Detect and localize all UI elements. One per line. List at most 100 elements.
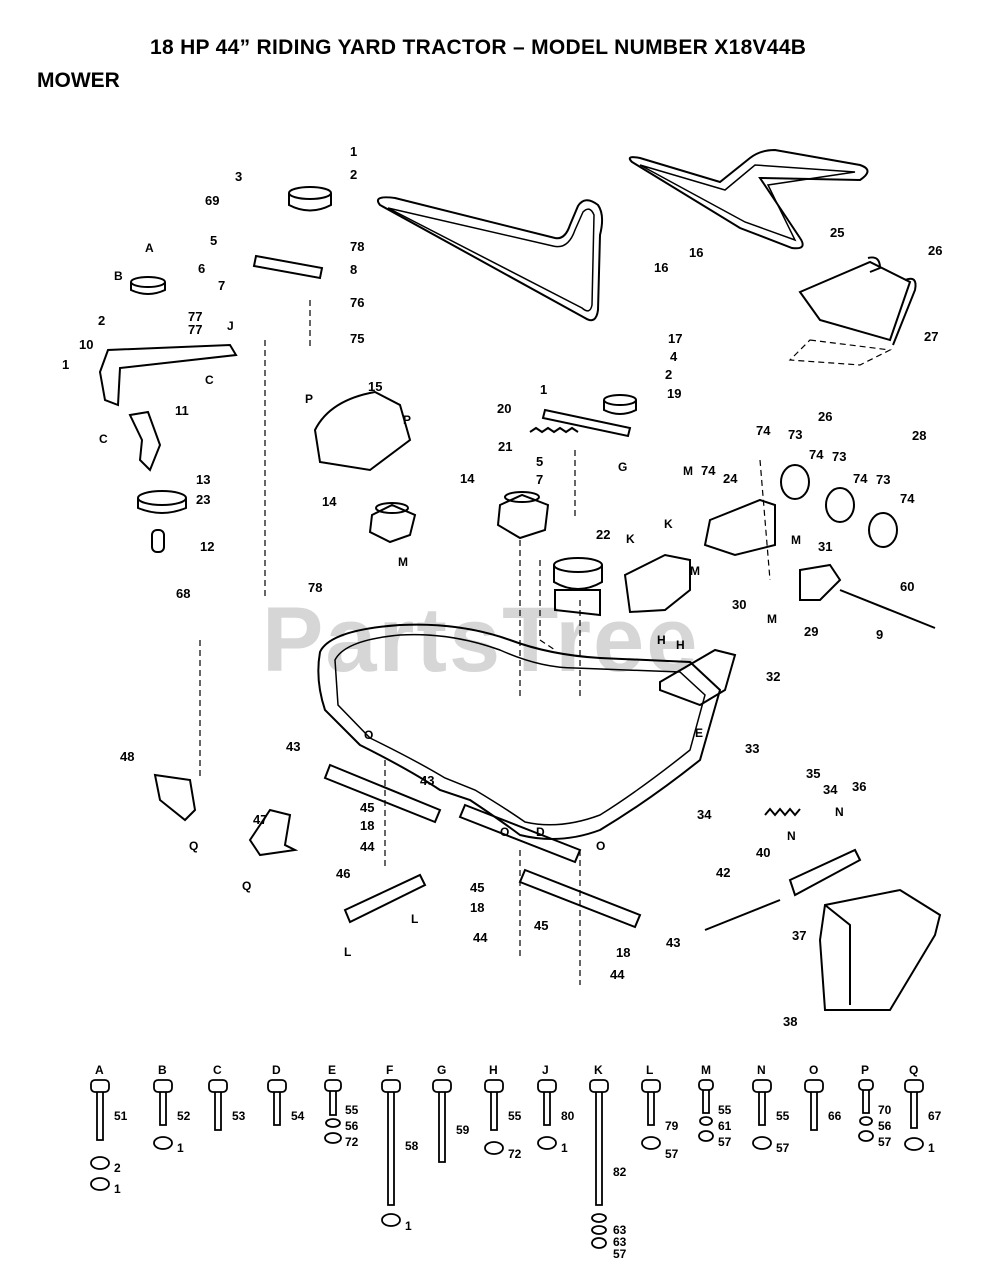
callout-38: 38 bbox=[783, 1014, 798, 1029]
callout-73: 73 bbox=[832, 449, 847, 464]
callout-1: 1 bbox=[62, 357, 70, 372]
callout-74: 74 bbox=[809, 447, 824, 462]
callout-26: 26 bbox=[818, 409, 833, 424]
hardware-key-letter: C bbox=[213, 1063, 222, 1077]
callout-8: 8 bbox=[350, 262, 358, 277]
callout-78: 78 bbox=[350, 239, 365, 254]
callout-4: 4 bbox=[670, 349, 678, 364]
callout-40: 40 bbox=[756, 845, 771, 860]
callout-29: 29 bbox=[804, 624, 819, 639]
ref-letter: L bbox=[411, 912, 419, 926]
ref-letter: P bbox=[403, 413, 412, 427]
hardware-part-number: 57 bbox=[776, 1141, 790, 1155]
hardware-part-number: 51 bbox=[114, 1109, 128, 1123]
ref-letter: L bbox=[344, 945, 352, 959]
ref-letter: E bbox=[695, 726, 704, 740]
hardware-part-number: 52 bbox=[177, 1109, 191, 1123]
watermark: PartsTree bbox=[262, 589, 700, 691]
callout-12: 12 bbox=[200, 539, 215, 554]
callout-23: 23 bbox=[196, 492, 211, 507]
hardware-part-number: 56 bbox=[345, 1119, 359, 1133]
hardware-part-number: 57 bbox=[718, 1135, 732, 1149]
callout-45: 45 bbox=[360, 800, 375, 815]
ref-letter: O bbox=[500, 825, 510, 839]
callout-77: 77 bbox=[188, 309, 203, 324]
hardware-key-letter: P bbox=[861, 1063, 870, 1077]
callout-45: 45 bbox=[470, 880, 485, 895]
hardware-part-number: 63 bbox=[613, 1223, 627, 1237]
ref-letter: H bbox=[657, 633, 666, 647]
callout-27: 27 bbox=[924, 329, 939, 344]
callout-74: 74 bbox=[900, 491, 915, 506]
callout-75: 75 bbox=[350, 331, 365, 346]
callout-17: 17 bbox=[668, 331, 683, 346]
hardware-part-number: 72 bbox=[345, 1135, 359, 1149]
callout-14: 14 bbox=[322, 494, 337, 509]
callout-6: 6 bbox=[198, 261, 206, 276]
ref-letter: O bbox=[596, 839, 606, 853]
ref-letter: H bbox=[676, 638, 685, 652]
discharge-chute bbox=[818, 888, 942, 1011]
callout-47: 47 bbox=[253, 812, 268, 827]
ref-letter: B bbox=[114, 269, 123, 283]
ref-letter: M bbox=[690, 564, 700, 578]
ref-letter: M bbox=[791, 533, 801, 547]
hardware-part-number: 70 bbox=[878, 1103, 892, 1117]
hardware-key-letter: O bbox=[809, 1063, 819, 1077]
hardware-part-number: 57 bbox=[613, 1247, 627, 1261]
ref-letter: C bbox=[99, 432, 108, 446]
callout-32: 32 bbox=[766, 669, 781, 684]
hardware-part-number: 59 bbox=[456, 1123, 470, 1137]
callout-1: 1 bbox=[350, 144, 358, 159]
callout-43: 43 bbox=[286, 739, 301, 754]
callout-3: 3 bbox=[235, 169, 243, 184]
hardware-part-number: 55 bbox=[776, 1109, 790, 1123]
callout-37: 37 bbox=[792, 928, 807, 943]
callout-34: 34 bbox=[697, 807, 712, 822]
callout-14: 14 bbox=[460, 471, 475, 486]
callout-31: 31 bbox=[818, 539, 833, 554]
callout-68: 68 bbox=[176, 586, 191, 601]
callout-16: 16 bbox=[654, 260, 669, 275]
ref-letter: K bbox=[626, 532, 635, 546]
hardware-key-letter: B bbox=[158, 1063, 167, 1077]
hardware-part-number: 55 bbox=[345, 1103, 359, 1117]
callout-33: 33 bbox=[745, 741, 760, 756]
ref-letter: O bbox=[364, 728, 374, 742]
callout-9: 9 bbox=[876, 627, 884, 642]
section-heading: MOWER bbox=[37, 69, 120, 92]
callout-74: 74 bbox=[853, 471, 868, 486]
callout-26: 26 bbox=[928, 243, 943, 258]
callout-73: 73 bbox=[788, 427, 803, 442]
hardware-key-letter: J bbox=[542, 1063, 549, 1077]
hardware-key-letter: L bbox=[646, 1063, 654, 1077]
hardware-part-number: 1 bbox=[114, 1182, 121, 1196]
hardware-part-number: 61 bbox=[718, 1119, 732, 1133]
hardware-key-letter: G bbox=[437, 1063, 447, 1077]
ref-letter: N bbox=[835, 805, 844, 819]
ref-letter: M bbox=[767, 612, 777, 626]
callout-78: 78 bbox=[308, 580, 323, 595]
callout-44: 44 bbox=[360, 839, 375, 854]
callout-13: 13 bbox=[196, 472, 211, 487]
callout-11: 11 bbox=[175, 403, 189, 418]
callout-15: 15 bbox=[368, 379, 383, 394]
callout-28: 28 bbox=[912, 428, 927, 443]
callout-24: 24 bbox=[723, 471, 738, 486]
ref-letter: K bbox=[664, 517, 673, 531]
hardware-part-number: 79 bbox=[665, 1119, 679, 1133]
callout-43: 43 bbox=[666, 935, 681, 950]
callout-7: 7 bbox=[536, 472, 544, 487]
hardware-part-number: 53 bbox=[232, 1109, 246, 1123]
hardware-part-number: 82 bbox=[613, 1165, 627, 1179]
hardware-part-number: 66 bbox=[828, 1109, 842, 1123]
hardware-part-number: 1 bbox=[561, 1141, 568, 1155]
callout-35: 35 bbox=[806, 766, 821, 781]
callout-18: 18 bbox=[616, 945, 631, 960]
callout-2: 2 bbox=[350, 167, 358, 182]
callout-44: 44 bbox=[610, 967, 625, 982]
hardware-part-number: 55 bbox=[718, 1103, 732, 1117]
hardware-part-number: 80 bbox=[561, 1109, 575, 1123]
callout-18: 18 bbox=[360, 818, 375, 833]
callout-46: 46 bbox=[336, 866, 351, 881]
